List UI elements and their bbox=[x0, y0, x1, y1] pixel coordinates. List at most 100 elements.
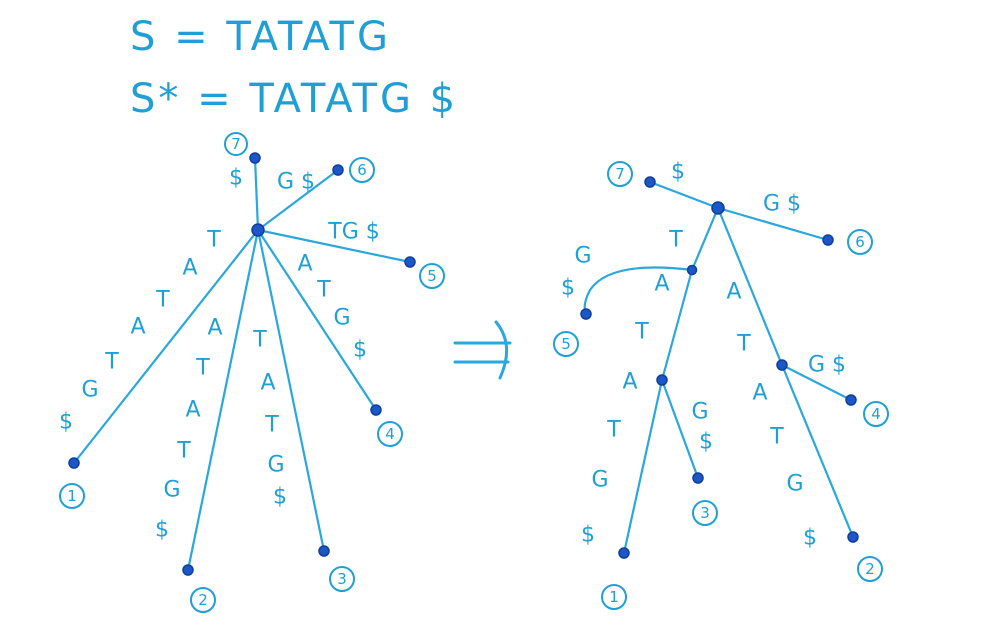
right-root-node bbox=[711, 201, 725, 215]
s-star-definition: S* = TATATG $ bbox=[130, 76, 458, 122]
right-leaf-number-4: 4 bbox=[863, 401, 889, 427]
left-edge-3-label: $ bbox=[273, 485, 287, 510]
right-edge-tat-1 bbox=[622, 378, 664, 555]
left-leaf-node-2 bbox=[182, 564, 194, 576]
left-edge-1-label: T bbox=[155, 288, 170, 313]
left-leaf-node-5 bbox=[404, 256, 416, 268]
left-edge-3-label: G bbox=[267, 453, 284, 478]
left-edge-1-label: T bbox=[104, 350, 119, 375]
left-edge-4 bbox=[256, 228, 378, 412]
left-edge-2-label: $ bbox=[155, 518, 169, 543]
left-leaf-number-5: 5 bbox=[419, 263, 445, 289]
svg-text:6: 6 bbox=[855, 233, 865, 251]
right-leaf-node-2 bbox=[847, 531, 859, 543]
svg-text:7: 7 bbox=[615, 165, 625, 183]
left-leaf-node-3 bbox=[318, 545, 330, 557]
left-edge-5-label: TG $ bbox=[327, 220, 379, 245]
svg-text:4: 4 bbox=[871, 405, 881, 423]
s-definition: S = TATATG bbox=[130, 14, 391, 60]
right-leaf-node-7 bbox=[644, 176, 656, 188]
right-leaf-number-6: 6 bbox=[847, 229, 873, 255]
right-internal-node-at bbox=[776, 359, 788, 371]
right-edge-label: A bbox=[726, 280, 741, 305]
left-edge-4-label: T bbox=[316, 278, 331, 303]
left-edge-2 bbox=[186, 228, 260, 572]
svg-text:1: 1 bbox=[67, 487, 77, 505]
left-edge-1-label: A bbox=[130, 315, 145, 340]
right-edge-label: A bbox=[622, 370, 637, 395]
left-suffix-tree: $ G T A T A T A T A T G $ T A T G $ A T … bbox=[59, 132, 445, 613]
left-leaf-number-2: 2 bbox=[190, 587, 216, 613]
right-edge-label: T bbox=[606, 418, 621, 443]
left-root-node bbox=[251, 223, 265, 237]
left-leaf-node-1 bbox=[68, 457, 80, 469]
right-edge-label: T bbox=[668, 228, 683, 253]
right-edge-label: T bbox=[634, 320, 649, 345]
right-edge-root-6 bbox=[716, 206, 830, 242]
right-edge-label: $ bbox=[561, 276, 575, 301]
right-edge-ta-tat bbox=[660, 268, 694, 382]
right-edge-at-2 bbox=[780, 363, 855, 539]
right-edge-label: $ bbox=[581, 523, 595, 548]
left-leaf-number-4: 4 bbox=[377, 421, 403, 447]
left-edge-3 bbox=[256, 228, 326, 553]
left-edge-7-label: $ bbox=[229, 166, 243, 191]
svg-text:6: 6 bbox=[357, 161, 367, 179]
left-edge-6 bbox=[256, 168, 340, 232]
svg-text:4: 4 bbox=[385, 425, 395, 443]
right-leaf-node-3 bbox=[692, 472, 704, 484]
right-edge-label: $ bbox=[803, 526, 817, 551]
right-leaf-number-1: 1 bbox=[601, 584, 627, 610]
left-edge-4-label: A bbox=[297, 252, 312, 277]
left-leaf-node-6 bbox=[332, 164, 344, 176]
right-edge-label: G $ bbox=[808, 353, 846, 378]
left-leaf-number-6: 6 bbox=[349, 157, 375, 183]
left-edge-5 bbox=[256, 228, 412, 264]
right-leaf-node-5 bbox=[580, 308, 592, 320]
left-edge-4-label: $ bbox=[353, 338, 367, 363]
left-edge-1-label: A bbox=[182, 256, 197, 281]
left-edge-3-label: A bbox=[260, 371, 275, 396]
svg-text:3: 3 bbox=[700, 504, 710, 522]
left-leaf-number-7: 7 bbox=[224, 132, 248, 156]
right-edge-label: G $ bbox=[763, 192, 801, 217]
left-leaf-number-1: 1 bbox=[59, 483, 85, 509]
right-leaf-number-3: 3 bbox=[692, 500, 718, 526]
right-edge-root-7 bbox=[648, 180, 720, 210]
right-internal-node-tat bbox=[656, 374, 668, 386]
left-edge-1 bbox=[72, 228, 260, 465]
svg-text:1: 1 bbox=[609, 588, 619, 606]
right-edge-label: T bbox=[769, 425, 784, 450]
right-leaf-number-2: 2 bbox=[857, 556, 883, 582]
left-edge-1-label: T bbox=[206, 228, 221, 253]
svg-text:5: 5 bbox=[427, 267, 437, 285]
right-leaf-node-6 bbox=[822, 234, 834, 246]
left-edge-2-label: A bbox=[207, 316, 222, 341]
right-leaf-node-1 bbox=[618, 547, 630, 559]
right-edge-label: G bbox=[786, 472, 803, 497]
right-edge-label: $ bbox=[671, 160, 685, 185]
right-edge-at-4 bbox=[780, 363, 853, 402]
right-suffix-tree: $ G $ T A G $ T A T G $ G $ A T A G $ T … bbox=[553, 160, 889, 610]
right-edge-root-at bbox=[716, 206, 784, 367]
left-edge-1-label: $ bbox=[59, 410, 73, 435]
left-leaf-node-4 bbox=[370, 404, 382, 416]
right-edge-label: G bbox=[691, 400, 708, 425]
right-edge-label: A bbox=[654, 272, 669, 297]
right-edge-label: T bbox=[736, 332, 751, 357]
svg-text:7: 7 bbox=[231, 135, 241, 153]
right-leaf-number-7: 7 bbox=[607, 161, 633, 187]
svg-text:2: 2 bbox=[198, 591, 208, 609]
right-edge-ta-5 bbox=[583, 266, 694, 316]
left-leaf-node-7 bbox=[249, 152, 261, 164]
right-edge-label: G bbox=[591, 468, 608, 493]
left-edge-2-label: T bbox=[176, 439, 191, 464]
left-edge-2-label: G bbox=[163, 478, 180, 503]
left-edge-6-label: G $ bbox=[277, 170, 315, 195]
left-edge-4-label: G bbox=[333, 306, 350, 331]
right-leaf-node-4 bbox=[845, 394, 857, 406]
right-internal-node-ta bbox=[686, 264, 698, 276]
right-edge-label: G bbox=[574, 244, 591, 269]
left-edge-1-label: G bbox=[81, 378, 98, 403]
svg-text:5: 5 bbox=[561, 335, 571, 353]
